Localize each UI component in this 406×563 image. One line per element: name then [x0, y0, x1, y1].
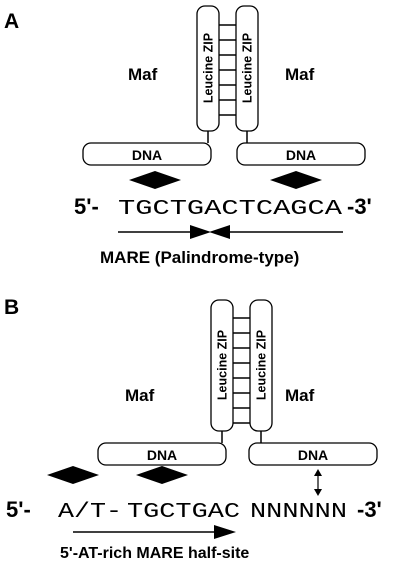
panel-a-dna-label-right: DNA — [286, 147, 316, 163]
panel-b-caption: 5'-AT-rich MARE half-site — [60, 545, 249, 562]
panel-b-maf-right: Maf — [285, 386, 315, 405]
panel-b-dna-label-left: DNA — [147, 447, 177, 463]
panel-a-dna-label-left: DNA — [132, 147, 162, 163]
panel-a-maf-left: Maf — [128, 65, 158, 84]
panel-b-contact-arrow-core — [136, 466, 188, 484]
panel-a-contact-arrow-left — [129, 171, 181, 189]
panel-b-label: B — [4, 296, 19, 319]
panel-b-sequence-prefix: A/T- — [58, 501, 122, 524]
panel-a-zip-label-left: Leucine ZIP — [202, 33, 216, 103]
panel-a-three-prime: -3' — [347, 194, 372, 219]
panel-b-contact-arrow-at — [47, 466, 99, 484]
panel-b-weak-contact-head-down — [314, 489, 322, 496]
panel-b-sequence-core: TGCTGAC — [127, 501, 240, 524]
panel-b-dna-label-right: DNA — [298, 447, 328, 463]
panel-a-zipper-rungs — [219, 24, 236, 116]
panel-b: B Maf Maf Leucine ZIP Leucine ZIP DNA DN… — [4, 296, 382, 562]
panel-b-zip-label-left: Leucine ZIP — [216, 330, 230, 400]
panel-a-contact-arrow-right — [270, 171, 322, 189]
panel-b-five-prime: 5'- — [6, 497, 31, 522]
panel-a: A Maf Maf Leucine ZIP Leucine ZIP DNA DN… — [4, 5, 372, 267]
panel-a-dna-domain-left — [82, 142, 212, 166]
panel-a-maf-right: Maf — [285, 65, 315, 84]
panel-b-dna-domain-right — [248, 442, 378, 466]
panel-a-arrowhead-right — [190, 225, 211, 239]
panel-a-label: A — [4, 10, 19, 33]
panel-b-zipper-rungs — [233, 317, 250, 424]
panel-b-zip-label-right: Leucine ZIP — [255, 330, 269, 400]
panel-b-maf-left: Maf — [125, 386, 155, 405]
panel-b-weak-contact-head-up — [314, 469, 322, 476]
panel-a-caption: MARE (Palindrome-type) — [100, 248, 299, 267]
panel-b-arrowhead — [214, 525, 236, 539]
panel-b-dna-domain-left — [97, 442, 227, 466]
panel-b-sequence-n: NNNNNN — [250, 501, 347, 524]
panel-a-arrowhead-left — [209, 225, 230, 239]
panel-a-five-prime: 5'- — [74, 194, 99, 219]
panel-a-zip-label-right: Leucine ZIP — [241, 33, 255, 103]
panel-a-sequence: TGCTGACTCAGCA — [118, 198, 343, 221]
panel-a-dna-domain-right — [236, 142, 366, 166]
panel-b-three-prime: -3' — [357, 497, 382, 522]
